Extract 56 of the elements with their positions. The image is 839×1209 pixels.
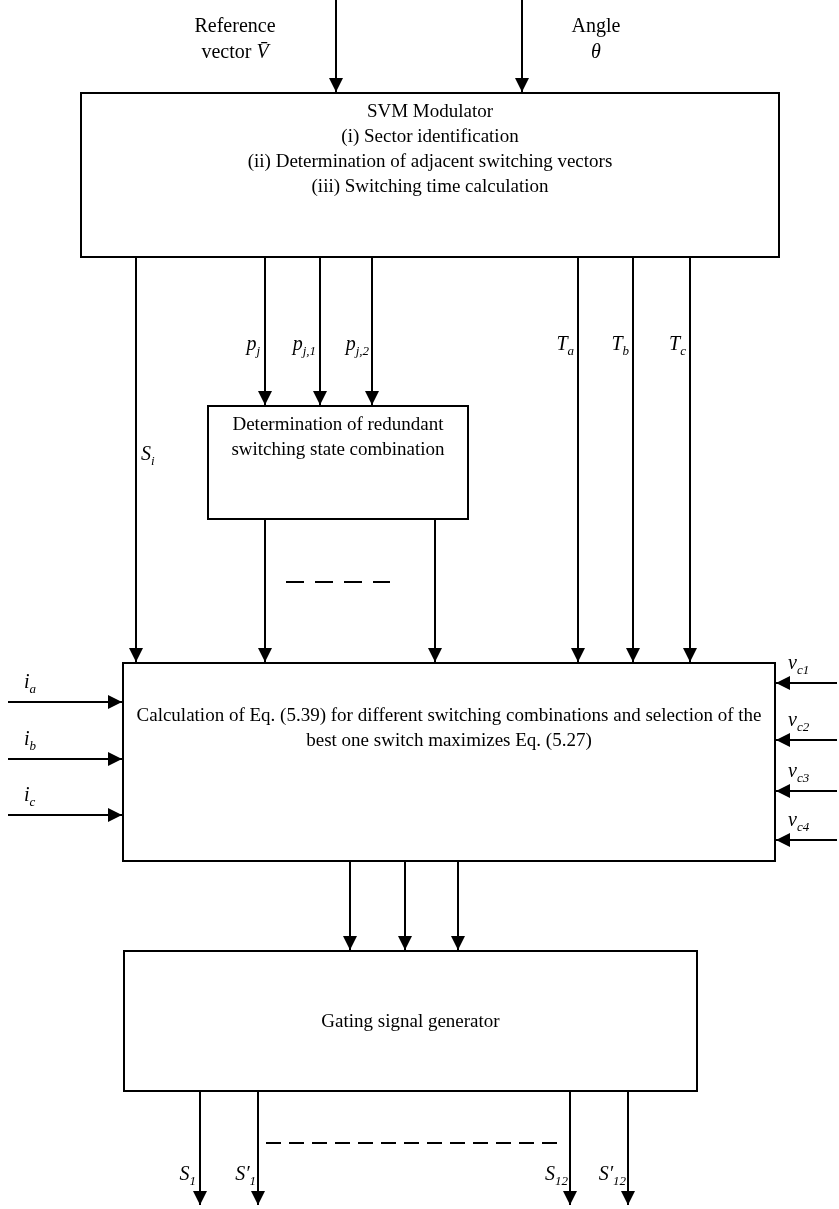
arrow bbox=[343, 861, 357, 951]
signal-label: v$_{c1}$ bbox=[788, 650, 811, 679]
box-text: Determination of redundant switching state combination bbox=[230, 412, 446, 461]
arrow bbox=[258, 519, 272, 663]
signal-label: v$_{c4}$ bbox=[788, 807, 811, 836]
signal-label: T$_{c}$ bbox=[668, 331, 686, 360]
arrow bbox=[775, 676, 838, 690]
box-text: Gating signal generator bbox=[320, 1009, 501, 1033]
box-text: (ii) Determination of adjacent switching vectors bbox=[246, 149, 614, 173]
process-box bbox=[122, 662, 776, 862]
box-text: (i) Sector identification bbox=[340, 124, 520, 148]
process-box bbox=[80, 92, 780, 258]
arrow bbox=[313, 257, 327, 406]
arrow bbox=[563, 1091, 577, 1206]
arrow bbox=[775, 833, 838, 847]
process-box bbox=[123, 950, 698, 1092]
box-text: (iii) Switching time calculation bbox=[310, 174, 550, 198]
arrow bbox=[251, 1091, 265, 1206]
signal-label: S$_{12}$ bbox=[544, 1161, 568, 1190]
signal-label: S$_{1}$ bbox=[178, 1161, 196, 1190]
signal-label: p$_{j,1}$ bbox=[290, 331, 316, 360]
arrow bbox=[7, 808, 123, 822]
signal-label: i$_{a}$ bbox=[24, 669, 38, 698]
signal-label: Reference vector V̄ bbox=[193, 13, 277, 64]
arrow bbox=[129, 257, 143, 663]
arrow bbox=[365, 257, 379, 406]
signal-label: i$_{c}$ bbox=[24, 782, 37, 811]
signal-label: S$_{i}$ bbox=[141, 441, 156, 470]
signal-label: S′$_{1}$ bbox=[234, 1161, 256, 1190]
signal-label: T$_{b}$ bbox=[610, 331, 629, 360]
signal-label: v$_{c3}$ bbox=[788, 758, 811, 787]
signal-label: Angle θ bbox=[570, 13, 622, 64]
arrow bbox=[398, 861, 412, 951]
arrow bbox=[515, 0, 529, 93]
arrow bbox=[626, 257, 640, 663]
arrow bbox=[7, 695, 123, 709]
arrow bbox=[775, 784, 838, 798]
signal-label: S′$_{12}$ bbox=[597, 1161, 626, 1190]
box-text: Calculation of Eq. (5.39) for different switching combinations and selection of the best one switch maximizes Eq. (5.27) bbox=[135, 703, 763, 752]
arrow bbox=[451, 861, 465, 951]
arrow bbox=[775, 733, 838, 747]
arrow bbox=[428, 519, 442, 663]
arrow bbox=[7, 752, 123, 766]
process-box bbox=[207, 405, 469, 520]
signal-label: i$_{b}$ bbox=[24, 726, 38, 755]
arrow bbox=[329, 0, 343, 93]
signal-label: T$_{a}$ bbox=[555, 331, 574, 360]
arrow bbox=[193, 1091, 207, 1206]
signal-label: p$_{j}$ bbox=[244, 331, 260, 360]
arrow bbox=[621, 1091, 635, 1206]
box-title: SVM Modulator bbox=[365, 99, 495, 123]
signal-label: v$_{c2}$ bbox=[788, 707, 811, 736]
signal-label: p$_{j,2}$ bbox=[343, 331, 369, 360]
arrow bbox=[571, 257, 585, 663]
arrow bbox=[258, 257, 272, 406]
arrow bbox=[683, 257, 697, 663]
